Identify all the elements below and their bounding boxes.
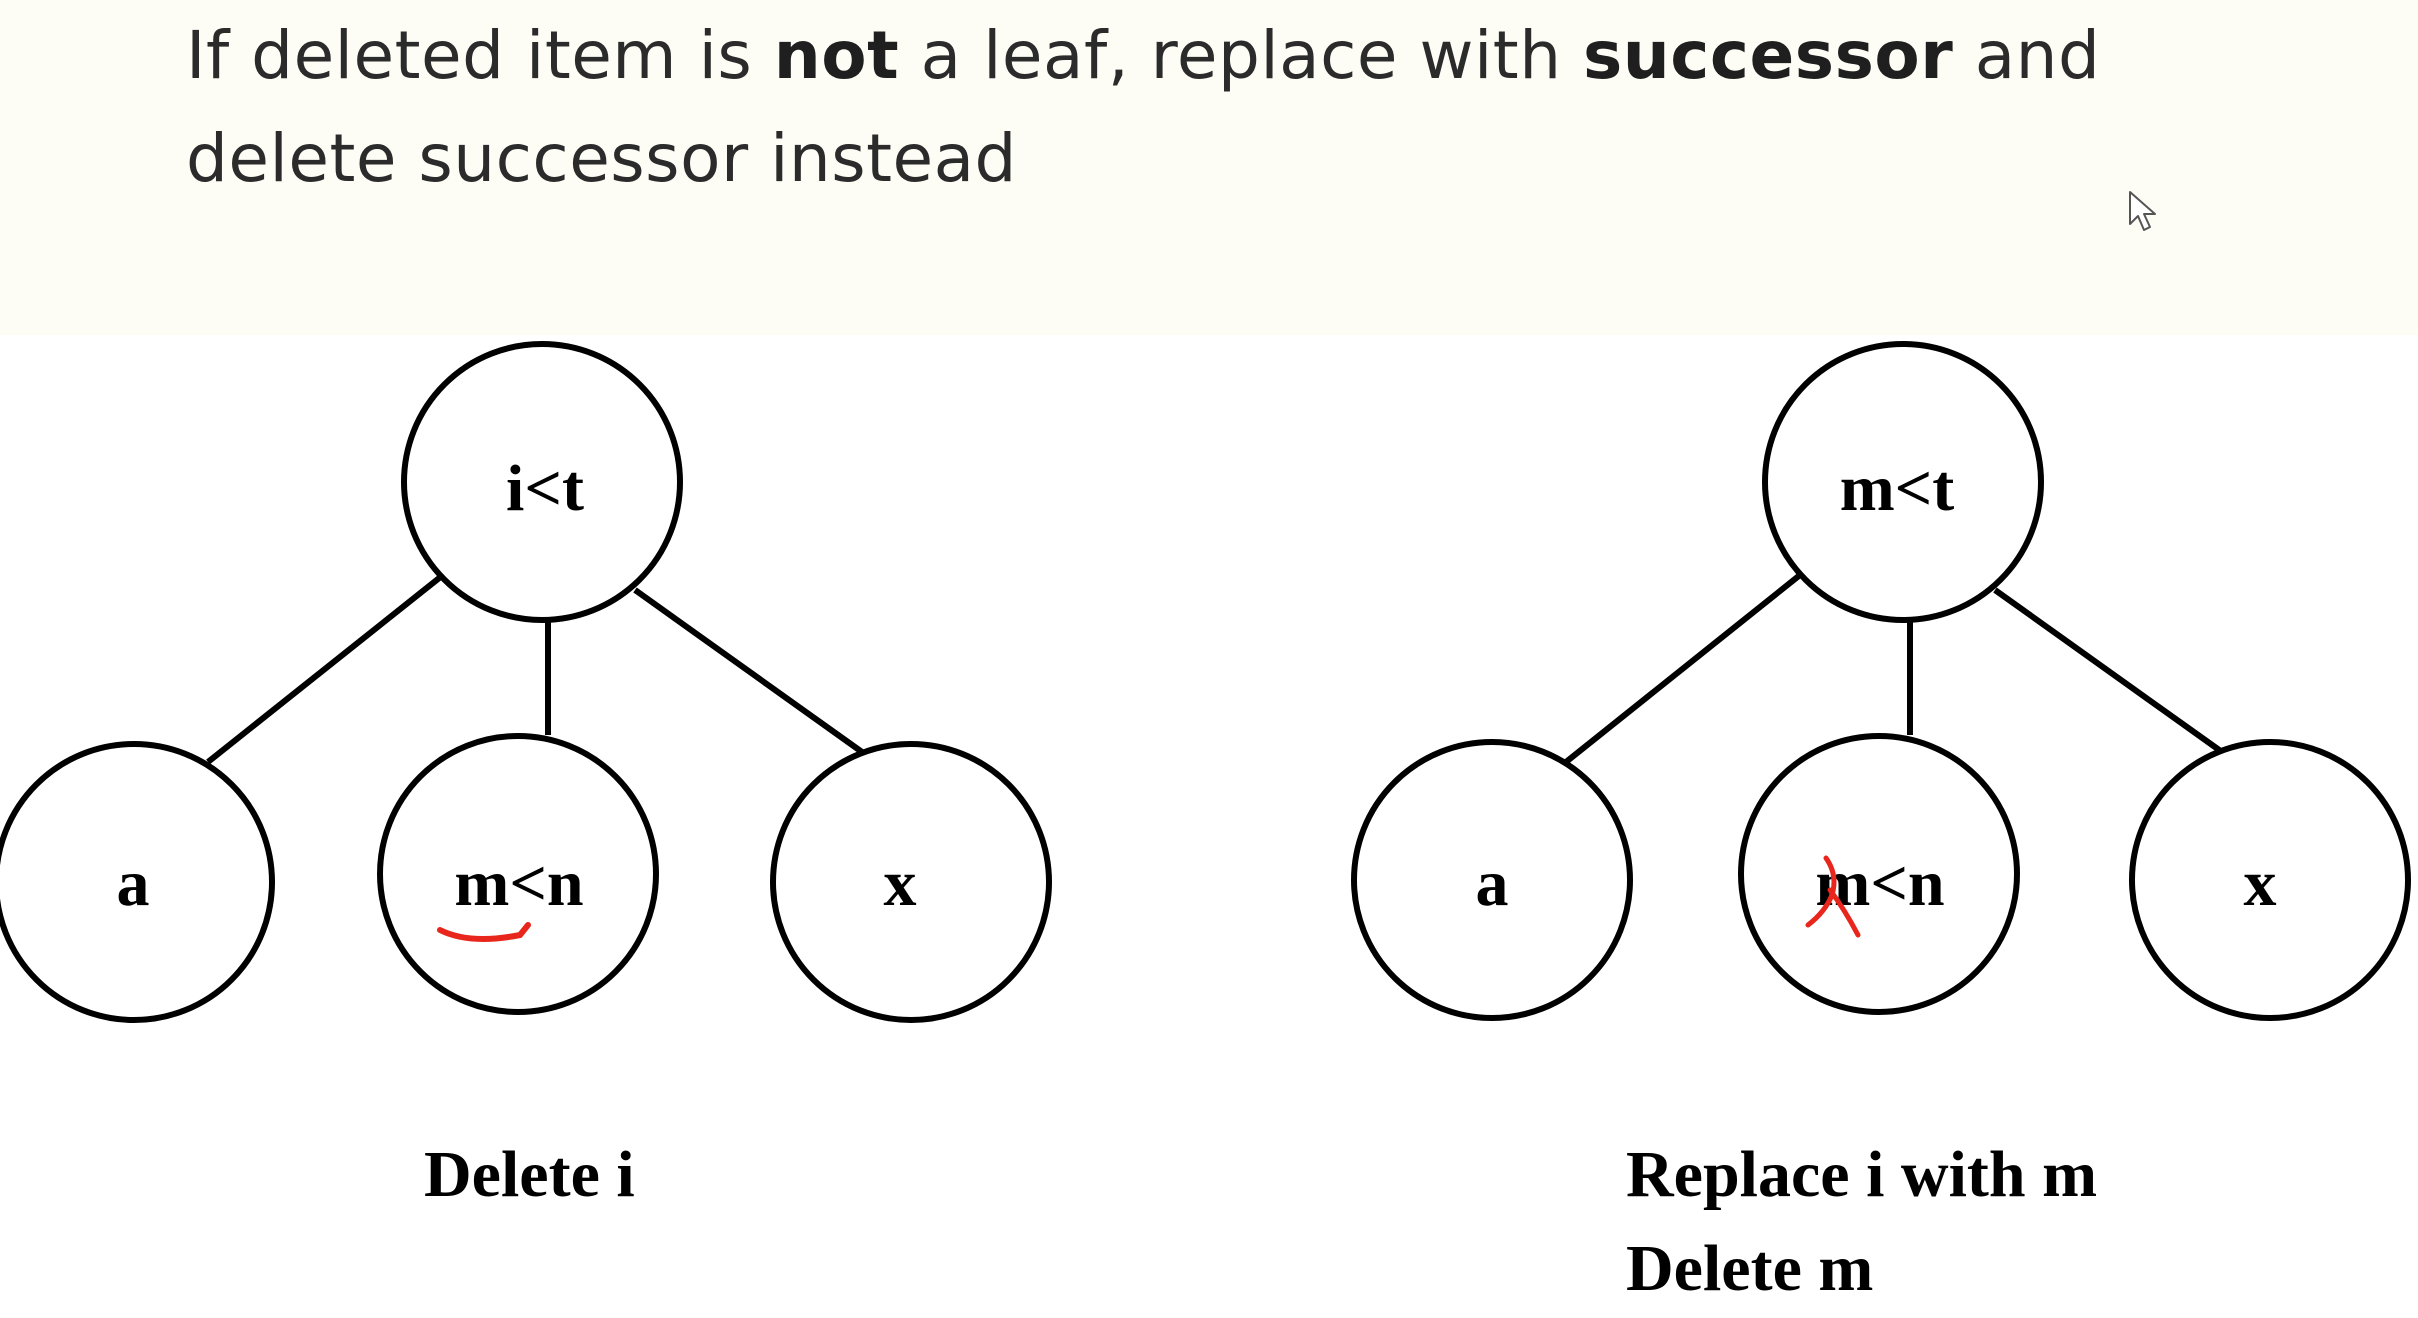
right-root-label: m<t (1840, 452, 1955, 525)
left-node-x (770, 741, 1052, 1023)
rule-emphasis-not: not (773, 17, 900, 94)
right-leaf-label-mn: m<n (1815, 847, 1944, 920)
rule-text-part-3: and delete successor instead (186, 17, 2101, 197)
left-root-label: i<t (506, 452, 584, 525)
rule-statement: If deleted item is not a leaf, replace w… (186, 4, 2186, 210)
left-leaf-label-a: a (117, 847, 150, 920)
right-node-mn (1738, 733, 2020, 1015)
red-underline-annotation (437, 922, 531, 942)
mouse-pointer-icon (2129, 191, 2156, 231)
right-edge-root-to-x (1993, 587, 2224, 755)
left-leaf-label-mn: m<n (454, 847, 583, 920)
right-caption-line-1: Replace i with m (1626, 1138, 2098, 1211)
right-edge-root-to-a (1564, 572, 1802, 765)
rule-emphasis-successor: successor (1583, 17, 1954, 94)
right-leaf-label-a: a (1476, 847, 1509, 920)
right-leaf-label-x: x (2244, 847, 2277, 920)
right-node-x (2129, 739, 2411, 1021)
rule-text-part-1: If deleted item is (186, 17, 774, 94)
left-node-mn (377, 733, 659, 1015)
left-node-a (0, 741, 275, 1023)
left-leaf-label-x: x (884, 847, 917, 920)
right-root-node (1762, 341, 2044, 623)
header-band (0, 0, 2418, 335)
left-root-node (401, 341, 683, 623)
right-caption-line-2: Delete m (1626, 1232, 1874, 1305)
red-strike-annotation (1805, 855, 1861, 938)
right-node-a (1351, 739, 1633, 1021)
left-edge-root-to-x (633, 587, 864, 755)
left-caption: Delete i (424, 1138, 635, 1211)
rule-text-part-2: a leaf, replace with (899, 17, 1583, 94)
left-edge-root-to-a (206, 572, 445, 765)
